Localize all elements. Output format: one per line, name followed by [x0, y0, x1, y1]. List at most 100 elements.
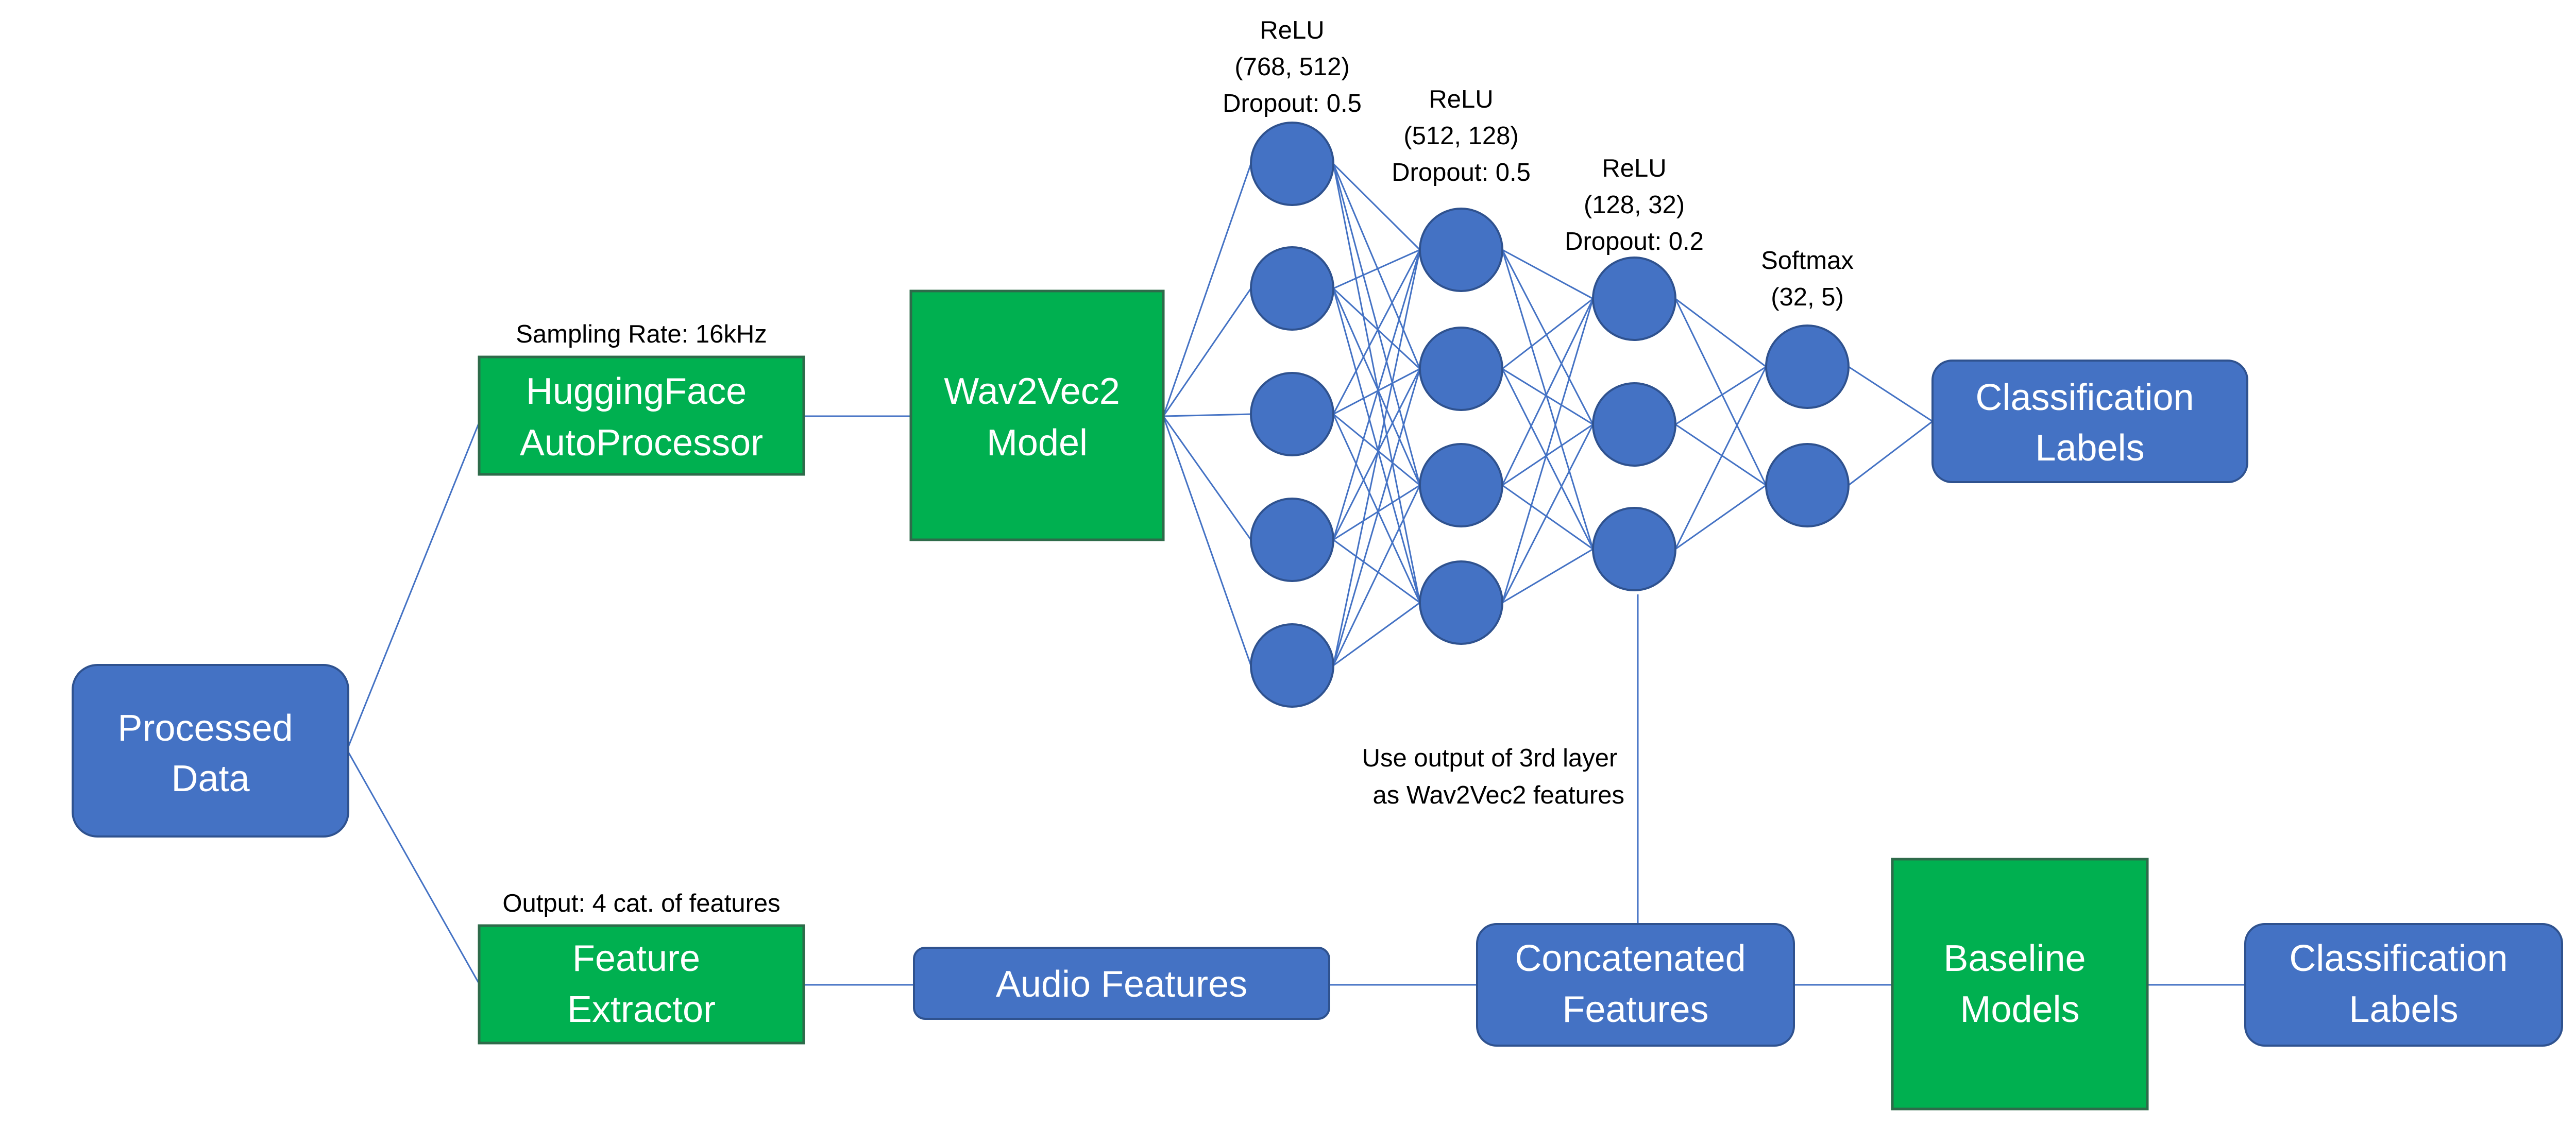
network-edges — [1162, 163, 1933, 667]
edge-output-2-to-labels — [1848, 420, 1933, 486]
layer-3-shape: (128, 32) — [1584, 191, 1685, 219]
edge-l1n1-l2n2 — [1332, 163, 1421, 369]
neuron-layer-1-1 — [1250, 122, 1334, 206]
edge-l1n5-l2n2 — [1332, 368, 1421, 666]
box-audio-features-shape — [913, 947, 1330, 1020]
box-feature-extractor-shape — [478, 924, 805, 1045]
note-feature-output: Output: 4 cat. of features — [502, 890, 780, 917]
edge-l1n3-l2n3 — [1333, 413, 1420, 486]
edge-wav2vec2-to-neuron-1-1 — [1162, 163, 1252, 417]
layer-2-shape: (512, 128) — [1403, 122, 1518, 150]
neuron-layer-1-4 — [1250, 498, 1334, 582]
box-concatenated-features-shape — [1476, 923, 1795, 1047]
neuron-layer-3-3 — [1592, 507, 1676, 591]
edge-l2n3-l3n1 — [1501, 298, 1594, 486]
box-concatenated-features: Concatenated Features — [1476, 923, 1795, 1047]
edge-l1n5-l2n1 — [1332, 249, 1421, 666]
edge-l1n2-l2n2 — [1332, 287, 1421, 370]
edge-l2n1-l3n1 — [1502, 249, 1594, 300]
box-hf-processor-label: HuggingFace AutoProcessor — [520, 371, 763, 464]
layer-3-dropout: Dropout: 0.2 — [1565, 228, 1704, 255]
neuron-layer-2-3 — [1419, 443, 1503, 527]
note-sampling-rate: Sampling Rate: 16kHz — [516, 320, 767, 348]
box-hf-processor: HuggingFace AutoProcessor — [478, 355, 805, 476]
edge-l1n4-l2n3 — [1333, 484, 1420, 541]
edge-l3n2-l4n1 — [1675, 366, 1767, 425]
edge-l2n1-l3n2 — [1501, 249, 1594, 425]
edge-l2n3-l3n3 — [1502, 484, 1594, 550]
edge-data-to-processor — [347, 422, 480, 747]
layer-3-activation: ReLU — [1602, 155, 1666, 182]
box-classification-labels-top-shape — [1931, 360, 2248, 483]
layer-label-4: Softmax (32, 5) — [1761, 247, 1854, 311]
neuron-layer-1-3 — [1250, 372, 1334, 456]
edge-l1n4-l2n4 — [1333, 539, 1420, 604]
edge-wav2vec2-to-neuron-1-4 — [1162, 416, 1252, 540]
box-processed-data: Processed Data — [72, 664, 349, 838]
neuron-layer-4-2 — [1765, 443, 1850, 527]
box-wav2vec2-shape — [909, 289, 1165, 541]
layer-1-shape: (768, 512) — [1234, 53, 1349, 81]
edge-l2n4-l3n3 — [1502, 548, 1594, 604]
neuron-layer-3-2 — [1592, 382, 1676, 467]
box-processed-data-label: Processed Data — [117, 708, 303, 799]
edge-l2n4-l3n1 — [1501, 298, 1594, 603]
box-classification-labels-bottom-label: Classification Labels — [2289, 938, 2518, 1030]
box-wav2vec2: Wav2Vec2 Model — [909, 289, 1165, 541]
box-wav2vec2-label: Wav2Vec2 Model — [944, 371, 1130, 464]
neuron-layer-2-1 — [1419, 208, 1503, 292]
edge-wav2vec2-to-neuron-1-2 — [1162, 288, 1252, 417]
box-baseline-models: Baseline Models — [1891, 858, 2149, 1111]
box-feature-extractor-label: Feature Extractor — [567, 938, 716, 1030]
edge-l2n3-l3n2 — [1502, 423, 1594, 486]
neuron-layer-2-4 — [1419, 560, 1503, 645]
edge-l3n3-l4n1 — [1674, 366, 1767, 550]
edge-output-1-to-labels — [1848, 366, 1933, 422]
box-concatenated-features-label: Concatenated Features — [1515, 938, 1756, 1030]
edge-l1n3-l2n2 — [1333, 368, 1420, 415]
box-baseline-models-shape — [1891, 858, 2149, 1111]
edge-l3n3-l4n2 — [1675, 484, 1767, 550]
neuron-layer-4-1 — [1765, 325, 1850, 409]
box-baseline-models-label: Baseline Models — [1943, 938, 2096, 1030]
box-classification-labels-bottom: Classification Labels — [2244, 923, 2563, 1047]
layer-2-activation: ReLU — [1429, 86, 1493, 113]
edge-l2n1-l3n3 — [1501, 249, 1594, 550]
layer-4-shape: (32, 5) — [1771, 283, 1844, 311]
edge-l1n3-l2n1 — [1332, 249, 1421, 415]
edge-l2n2-l3n1 — [1502, 298, 1594, 370]
box-audio-features-label: Audio Features — [996, 964, 1247, 1005]
neuron-layer-1-2 — [1250, 246, 1334, 331]
edge-l1n5-l2n3 — [1332, 485, 1421, 666]
edge-l1n1-l2n1 — [1332, 163, 1421, 251]
edge-data-to-extractor — [347, 752, 480, 984]
edge-wav2vec2-to-neuron-1-5 — [1162, 416, 1252, 666]
neuron-layer-1-5 — [1250, 623, 1334, 708]
layer-label-3: ReLU (128, 32) Dropout: 0.2 — [1565, 155, 1704, 255]
layer-label-1: ReLU (768, 512) Dropout: 0.5 — [1223, 16, 1362, 117]
edge-l1n4-l2n1 — [1332, 249, 1421, 540]
box-hf-processor-shape — [478, 355, 805, 476]
box-classification-labels-top: Classification Labels — [1931, 360, 2248, 483]
edge-l1n2-l2n4 — [1332, 288, 1421, 603]
edge-l1n3-l2n4 — [1332, 414, 1421, 603]
box-feature-extractor: Feature Extractor — [478, 924, 805, 1045]
edge-l1n5-l2n4 — [1333, 602, 1420, 667]
edge-l2n2-l3n3 — [1501, 368, 1594, 550]
edge-l1n1-l2n4 — [1332, 163, 1421, 603]
box-audio-features: Audio Features — [913, 947, 1330, 1020]
edge-l3n1-l4n2 — [1674, 298, 1767, 486]
layer-2-dropout: Dropout: 0.5 — [1392, 159, 1531, 186]
edge-wav2vec2-to-neuron-1-3 — [1163, 413, 1251, 417]
box-classification-labels-top-label: Classification Labels — [1975, 377, 2204, 469]
edge-l3n2-l4n2 — [1675, 423, 1767, 486]
edge-l1n1-l2n3 — [1332, 163, 1421, 486]
neuron-layer-3-1 — [1592, 257, 1676, 341]
neuron-layer-2-2 — [1419, 327, 1503, 411]
layer-label-2: ReLU (512, 128) Dropout: 0.5 — [1392, 86, 1531, 186]
layer-1-dropout: Dropout: 0.5 — [1223, 90, 1362, 117]
layer-4-activation: Softmax — [1761, 247, 1854, 275]
edge-l1n2-l2n1 — [1333, 249, 1420, 289]
edge-l2n2-l3n2 — [1502, 368, 1594, 425]
